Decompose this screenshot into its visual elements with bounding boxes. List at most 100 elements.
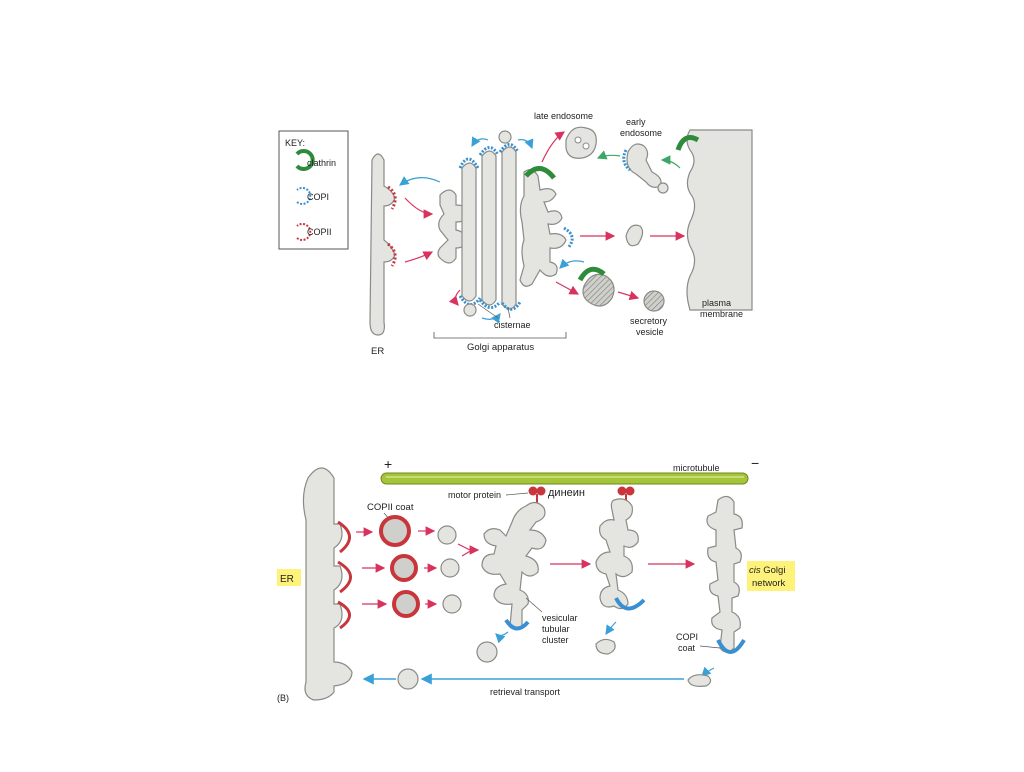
- vtc-2-retro-arrow: [605, 621, 617, 635]
- golgi-copi-coat-2: [478, 146, 500, 156]
- granule-to-secretory-arrow: [617, 290, 640, 301]
- golgi-copi-coat-6: [500, 301, 522, 311]
- retro-arrow-bottom: [481, 313, 501, 324]
- cgn-copi-coat: [716, 638, 746, 654]
- uncoated-vesicle-3: [442, 594, 462, 614]
- golgi-vesicle-bottom: [463, 303, 477, 317]
- late-endosome-inner-1: [574, 136, 582, 144]
- cis-golgi-network: [706, 495, 743, 653]
- secretory-vesicle: [643, 290, 665, 312]
- retro-arrow-top-left: [471, 136, 489, 148]
- vtc-2: [595, 498, 639, 610]
- copi-coat-pointer: [699, 645, 721, 649]
- late-endosome-label: late endosome: [534, 111, 593, 121]
- motor-protein-2: [617, 486, 635, 506]
- vtc-2-copi-coat: [614, 597, 646, 611]
- er-copii-bud-b1: [337, 520, 351, 554]
- constitutive-vesicle: [625, 224, 644, 247]
- key-clathrin-label: clathrin: [307, 158, 336, 168]
- er-panel-b: [302, 467, 353, 701]
- secretory-vesicle-label-2: vesicle: [636, 327, 664, 337]
- copii-vesicle-3: [392, 590, 420, 618]
- motor-protein-pointer: [505, 492, 529, 496]
- er-label-b: ER: [280, 574, 294, 585]
- granule-clathrin-coat: [577, 266, 606, 282]
- panel-b: + − microtubule motor protein динеин ER …: [277, 455, 795, 703]
- er-to-golgi-arrow-2: [404, 251, 434, 263]
- early-endosome: [626, 143, 662, 188]
- golgi-copi-coat-5: [478, 299, 502, 309]
- endocytic-vesicle: [657, 182, 669, 194]
- tgn-retro-arrow-lower: [559, 258, 585, 269]
- early-to-late-endosome-arrow: [596, 150, 621, 160]
- minus-end-label: −: [751, 455, 759, 471]
- early-endosome-copi-coat: [622, 149, 631, 172]
- tgn-to-late-endosome-arrow: [541, 131, 565, 163]
- plasma-membrane-label-2: membrane: [700, 309, 743, 319]
- er-to-golgi-arrow-1: [404, 197, 434, 219]
- golgi-bracket: [433, 332, 567, 339]
- plasma-membrane: [686, 129, 753, 311]
- er-copii-bud-b2: [337, 560, 352, 594]
- copi-coat-label-2: coat: [678, 643, 696, 653]
- vtc-1-retro-arrow: [495, 631, 509, 644]
- copii-vesicle-1: [379, 515, 411, 547]
- cgn-label-2: network: [752, 578, 786, 589]
- er-label-bg: [277, 569, 301, 586]
- copi-coat-label-1: COPI: [676, 632, 698, 642]
- late-endosome-inner-2: [582, 142, 590, 150]
- panel-b-letter: (B): [277, 693, 289, 703]
- trans-golgi-network: [519, 169, 567, 287]
- cgn-label-1: cis Golgi: [749, 565, 785, 576]
- copi-key-icon: [296, 187, 312, 205]
- cisternae-pointer-2: [507, 307, 511, 319]
- microtubule-label: microtubule: [673, 463, 720, 473]
- er-membrane: [369, 153, 396, 336]
- er-copii-bud-2: [387, 242, 397, 267]
- microtubule: [380, 472, 749, 485]
- vtc-label-2: tubular: [542, 624, 570, 634]
- golgi-apparatus-label: Golgi apparatus: [467, 342, 534, 353]
- late-endosome: [565, 126, 597, 159]
- vtc-label-1: vesicular: [542, 613, 578, 623]
- retro-arrow-top-right: [517, 138, 534, 150]
- golgi-stack: [437, 146, 517, 310]
- retrieval-transport-label: retrieval transport: [490, 687, 561, 697]
- cisternae-label: cisternae: [494, 320, 531, 330]
- plasma-membrane-label-1: plasma: [702, 298, 731, 308]
- vesicle-fusion-arrows: [457, 543, 473, 557]
- retro-vesicle-2: [595, 638, 616, 655]
- vtc-label-3: cluster: [542, 635, 569, 645]
- vtc-pointer: [525, 597, 543, 613]
- er-copii-bud-b3: [337, 600, 351, 630]
- cgn-label-golgi: Golgi: [761, 565, 786, 576]
- uncoated-vesicle-2: [440, 558, 460, 578]
- er-label: ER: [371, 346, 384, 357]
- plus-end-label: +: [384, 456, 392, 472]
- retro-vesicle-1: [476, 641, 498, 663]
- uncoated-vesicle-1: [437, 525, 457, 545]
- secretory-vesicle-label-1: secretory: [630, 316, 668, 326]
- panel-a: KEY: clathrin COPI COPII ER: [278, 111, 753, 357]
- tgn-clathrin-coat: [524, 166, 556, 180]
- cgn-label-cis: cis: [749, 565, 761, 576]
- cgn-label-bg: [747, 561, 795, 591]
- vtc-1: [481, 501, 547, 630]
- copii-vesicle-2: [390, 554, 418, 582]
- key-copi-label: COPI: [307, 192, 329, 202]
- retro-vesicle-3: [687, 674, 712, 687]
- tgn-to-immature-granule-arrow: [555, 281, 580, 295]
- retro-vesicle-near-er: [397, 668, 419, 690]
- tgn-copi-coat: [563, 226, 574, 249]
- endocytosis-arrow: [660, 155, 681, 169]
- copii-key-icon: [296, 223, 312, 241]
- fwd-arrow-bottom-left: [448, 289, 461, 306]
- dynein-label: динеин: [548, 487, 585, 499]
- key-title: KEY:: [285, 138, 305, 148]
- key-box: KEY: clathrin COPI COPII: [278, 130, 349, 250]
- golgi-vesicle-top: [498, 130, 512, 144]
- er-copii-bud-1: [387, 185, 397, 210]
- golgi-copi-coat-3: [498, 143, 520, 153]
